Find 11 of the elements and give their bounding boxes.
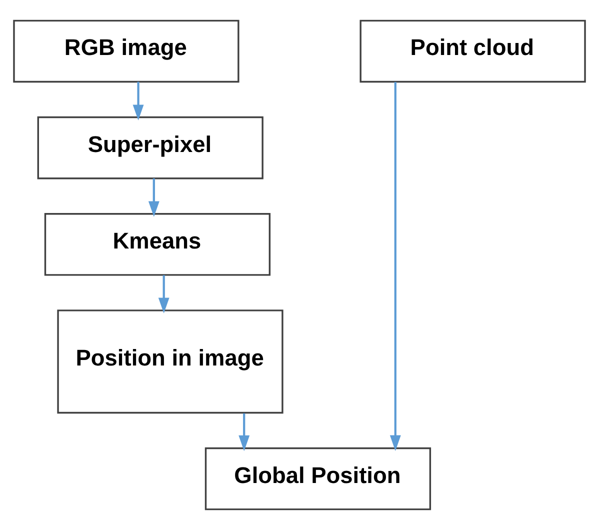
- arrow: [148, 178, 160, 216]
- arrow: [132, 81, 144, 120]
- node-box: RGB image: [13, 19, 240, 82]
- arrow: [158, 274, 170, 313]
- arrow: [390, 81, 401, 450]
- node-box: Kmeans: [44, 212, 271, 276]
- arrow: [238, 412, 250, 451]
- node-box: Position in image: [57, 309, 284, 414]
- node-box: Point cloud: [360, 19, 586, 82]
- node-box: Global Position: [204, 446, 432, 510]
- node-box: Super-pixel: [37, 116, 264, 179]
